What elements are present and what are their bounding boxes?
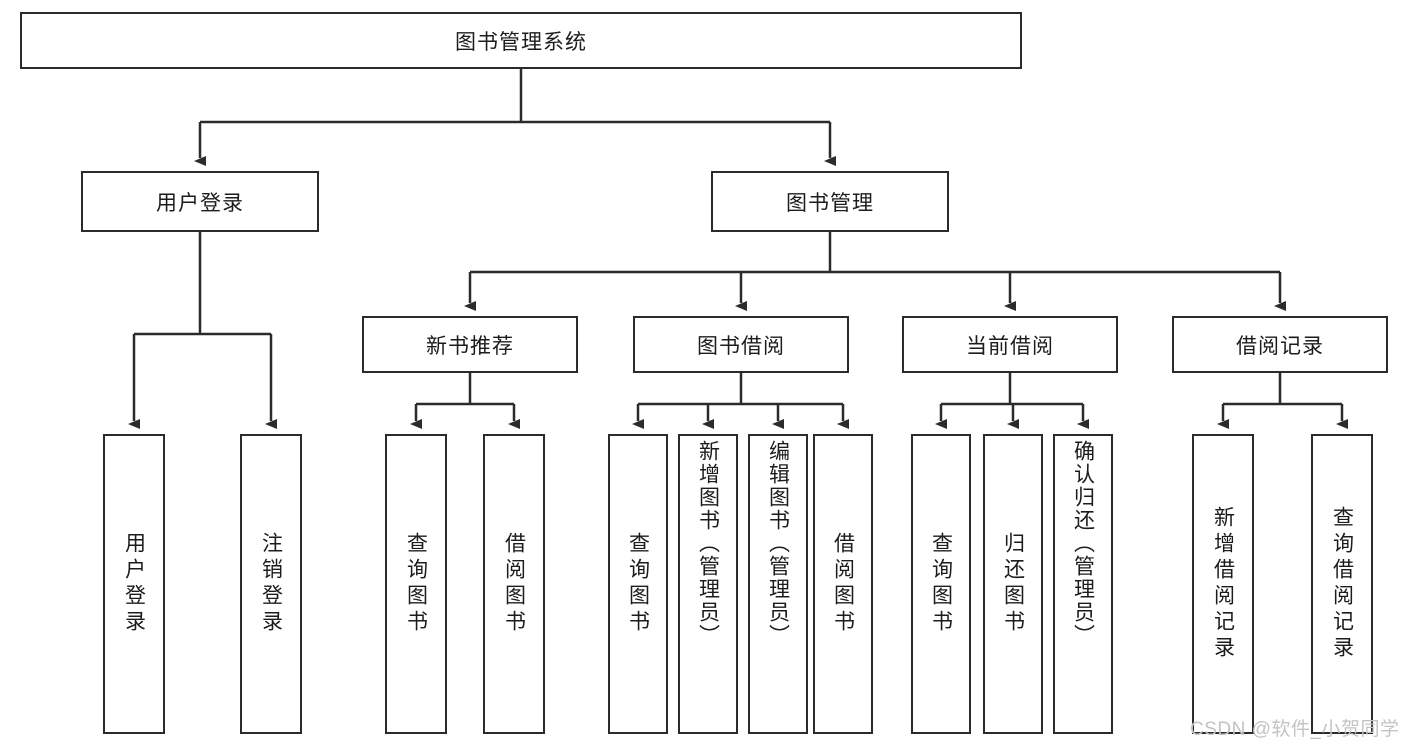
leaf-add-borrow-record[interactable]: 新增借阅记录 — [1192, 434, 1254, 734]
node-book-manage[interactable]: 图书管理 — [711, 171, 949, 232]
leaf-logout-login[interactable]: 注销登录 — [240, 434, 302, 734]
leaf-query-borrow-record[interactable]: 查询借阅记录 — [1311, 434, 1373, 734]
leaf-query-book-recommend[interactable]: 查询图书 — [385, 434, 447, 734]
leaf-confirm-return-admin[interactable]: 确认归还（管理员） — [1053, 434, 1113, 734]
node-new-book-recommend[interactable]: 新书推荐 — [362, 316, 578, 373]
leaf-add-book-admin[interactable]: 新增图书（管理员） — [678, 434, 738, 734]
leaf-query-book-current[interactable]: 查询图书 — [911, 434, 971, 734]
leaf-user-login[interactable]: 用户登录 — [103, 434, 165, 734]
leaf-borrow-book-recommend[interactable]: 借阅图书 — [483, 434, 545, 734]
leaf-borrow-book[interactable]: 借阅图书 — [813, 434, 873, 734]
csdn-watermark: CSDN @软件_小贺同学 — [1190, 719, 1400, 740]
leaf-edit-book-admin[interactable]: 编辑图书（管理员） — [748, 434, 808, 734]
node-borrow-record[interactable]: 借阅记录 — [1172, 316, 1388, 373]
node-book-borrow[interactable]: 图书借阅 — [633, 316, 849, 373]
node-user-login[interactable]: 用户登录 — [81, 171, 319, 232]
leaf-return-book[interactable]: 归还图书 — [983, 434, 1043, 734]
node-current-borrow[interactable]: 当前借阅 — [902, 316, 1118, 373]
leaf-query-book-borrow[interactable]: 查询图书 — [608, 434, 668, 734]
node-root[interactable]: 图书管理系统 — [20, 12, 1022, 69]
